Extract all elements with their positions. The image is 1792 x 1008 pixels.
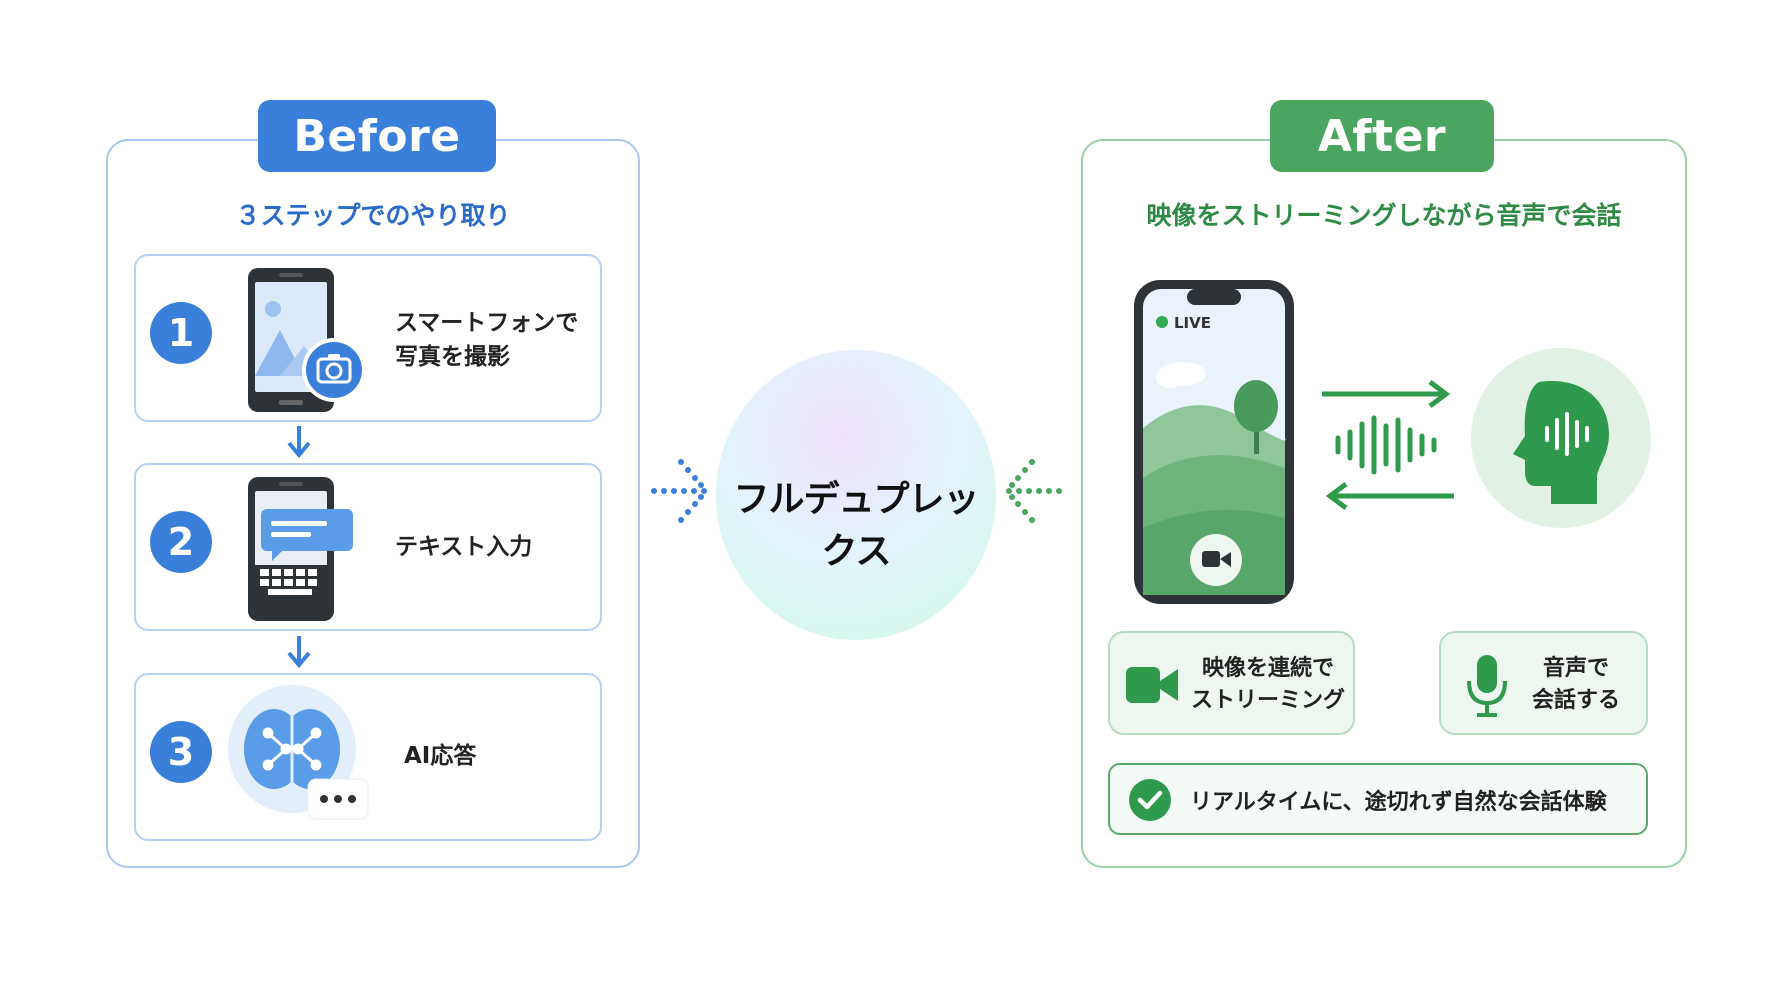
feature-card-voice: 音声で 会話する <box>1439 631 1648 735</box>
summary-text: リアルタイムに、途切れず自然な会話体験 <box>1190 790 1607 815</box>
arrow-down-icon <box>287 426 311 459</box>
before-badge: Before <box>258 100 496 172</box>
feature-voice-line2: 会話する <box>1531 688 1620 713</box>
full-duplex-label: フルデュプレックス <box>733 479 979 572</box>
microphone-icon <box>1467 655 1507 717</box>
ai-brain-icon <box>228 685 369 820</box>
step-card-2: 2 テキスト入力 <box>134 463 602 631</box>
step-number-3: 3 <box>150 721 212 783</box>
summary-bar: リアルタイムに、途切れず自然な会話体験 <box>1108 763 1648 835</box>
full-duplex-circle <box>716 350 996 640</box>
step-1-text-line1: スマートフォンで <box>395 310 579 336</box>
step-card-3: 3 AI応答 <box>134 673 602 841</box>
step-number-2: 2 <box>150 511 212 573</box>
dotted-arrow-left-icon <box>1006 459 1062 523</box>
feature-card-video: 映像を連続で ストリーミング <box>1108 631 1355 735</box>
bidirectional-arrows-icon <box>1322 380 1454 510</box>
feature-video-line1: 映像を連続で <box>1201 656 1334 681</box>
live-label: LIVE <box>1174 314 1211 332</box>
arrow-down-icon <box>287 636 311 669</box>
feature-video-line2: ストリーミング <box>1190 688 1345 713</box>
check-circle-icon <box>1129 779 1171 821</box>
before-subtitle: ３ステップでのやり取り <box>235 201 511 230</box>
after-badge: After <box>1270 100 1494 172</box>
dotted-arrow-right-icon <box>651 459 707 523</box>
step-number-1: 1 <box>150 302 212 364</box>
step-1-text-line2: 写真を撮影 <box>395 344 510 370</box>
speaking-head-icon <box>1471 348 1651 528</box>
step-3-text: AI応答 <box>404 743 477 769</box>
phone-keyboard-icon <box>248 477 353 621</box>
streaming-phone-icon: LIVE <box>1134 280 1294 604</box>
video-camera-icon <box>1126 667 1178 703</box>
feature-voice-line1: 音声で <box>1542 656 1609 681</box>
after-subtitle: 映像をストリーミングしながら音声で会話 <box>1146 201 1622 230</box>
sound-wave-icon <box>1335 415 1437 475</box>
step-2-text: テキスト入力 <box>395 534 533 560</box>
step-card-1: 1 スマートフォンで 写真を撮影 <box>134 254 602 422</box>
phone-camera-icon <box>248 268 366 412</box>
